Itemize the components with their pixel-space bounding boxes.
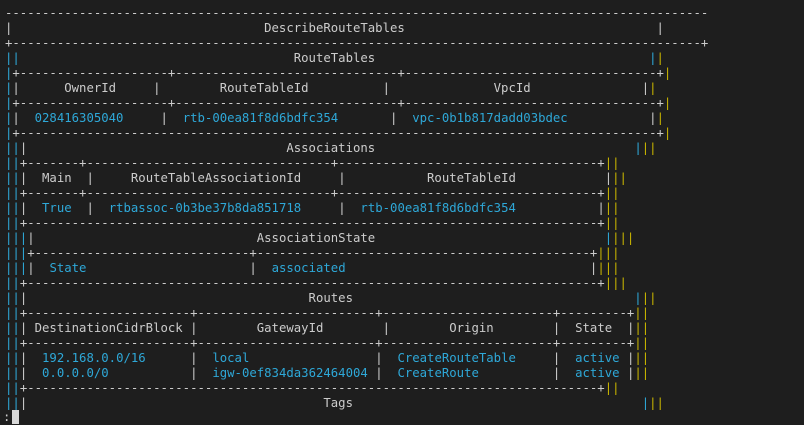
section-title-line: ||| Tags ||| bbox=[5, 396, 664, 410]
table-row: ||| 0.0.0.0/0 | igw-0ef834da362464004 | … bbox=[5, 366, 650, 380]
route-origin: CreateRoute bbox=[397, 366, 479, 380]
border-line: +---------------------------------------… bbox=[5, 36, 709, 50]
border-line: ||+----------------------+--------------… bbox=[5, 306, 650, 320]
route-origin: CreateRouteTable bbox=[397, 351, 516, 365]
section-title-line: ||| Associations ||| bbox=[5, 141, 657, 155]
route-gateway-id: local bbox=[212, 351, 250, 365]
section-title-line: ||| Routes ||| bbox=[5, 291, 657, 305]
vpc-id-value: vpc-0b1b817dadd03bdec bbox=[412, 111, 568, 125]
association-state-title: AssociationState bbox=[256, 231, 376, 245]
routes-title: Routes bbox=[308, 291, 353, 305]
route-destination-cidr: 0.0.0.0/0 bbox=[42, 366, 109, 380]
route-table-association-id-value: rtbassoc-0b3be37b8da851718 bbox=[108, 201, 302, 215]
table-row: || 028416305040 | rtb-00ea81f8d6bdfc354 … bbox=[5, 111, 664, 125]
route-tables-title: RouteTables bbox=[293, 51, 376, 65]
border-line: ||+-------------------------------------… bbox=[5, 276, 627, 290]
border-line: |+--------------------+-----------------… bbox=[5, 96, 672, 110]
header-destination-cidr-block: DestinationCidrBlock bbox=[34, 321, 183, 335]
header-route-table-association-id: RouteTableAssociationId bbox=[130, 171, 302, 185]
header-route-table-id: RouteTableId bbox=[219, 81, 309, 95]
table-header-row: || OwnerId | RouteTableId | VpcId || bbox=[5, 81, 657, 95]
border-line: ||+-------+-----------------------------… bbox=[5, 156, 620, 170]
table-header-row: ||| DestinationCidrBlock | GatewayId | O… bbox=[5, 321, 650, 335]
header-vpc-id: VpcId bbox=[493, 81, 531, 95]
route-state: active bbox=[575, 351, 620, 365]
state-label: State bbox=[49, 261, 87, 275]
section-title-line: || RouteTables || bbox=[5, 51, 664, 65]
tags-title: Tags bbox=[323, 396, 353, 410]
border-line: ||+----------------------+--------------… bbox=[5, 336, 650, 350]
route-state: active bbox=[575, 366, 620, 380]
header-main: Main bbox=[42, 171, 72, 185]
header-state: State bbox=[575, 321, 613, 335]
text-cursor bbox=[12, 410, 19, 424]
pager-prompt[interactable]: : bbox=[3, 410, 11, 424]
table-header-row: ||| Main | RouteTableAssociationId | Rou… bbox=[5, 171, 627, 185]
table-row: |||| State | associated |||| bbox=[5, 261, 620, 275]
border-line: ----------------------------------------… bbox=[5, 6, 709, 20]
route-table-id-value: rtb-00ea81f8d6bdfc354 bbox=[182, 111, 339, 125]
owner-id-value: 028416305040 bbox=[34, 111, 124, 125]
route-gateway-id: igw-0ef834da362464004 bbox=[212, 366, 368, 380]
header-origin: Origin bbox=[449, 321, 494, 335]
associations-title: Associations bbox=[286, 141, 376, 155]
border-line: |+--------------------+-----------------… bbox=[5, 66, 672, 80]
table-row: ||| 192.168.0.0/16 | local | CreateRoute… bbox=[5, 351, 650, 365]
table-title-line: | DescribeRouteTables | bbox=[5, 21, 664, 35]
header-association-route-table-id: RouteTableId bbox=[427, 171, 516, 185]
section-title-line: |||| AssociationState |||| bbox=[5, 231, 635, 245]
main-value: True bbox=[42, 201, 72, 215]
association-state-value: associated bbox=[271, 261, 346, 275]
header-owner-id: OwnerId bbox=[64, 81, 117, 95]
route-destination-cidr: 192.168.0.0/16 bbox=[42, 351, 146, 365]
border-line: ||+-------------------------------------… bbox=[5, 381, 620, 395]
describe-route-tables-title: DescribeRouteTables bbox=[264, 21, 405, 35]
header-gateway-id: GatewayId bbox=[256, 321, 324, 335]
border-line: |+--------------------------------------… bbox=[5, 126, 672, 140]
border-line: ||+-------+-----------------------------… bbox=[5, 186, 620, 200]
border-line: |||+-----------------------------+------… bbox=[5, 246, 620, 260]
table-row: ||| True | rtbassoc-0b3be37b8da851718 | … bbox=[5, 201, 620, 215]
border-line: ||+-------------------------------------… bbox=[5, 216, 620, 230]
association-route-table-id-value: rtb-00ea81f8d6bdfc354 bbox=[360, 201, 516, 215]
